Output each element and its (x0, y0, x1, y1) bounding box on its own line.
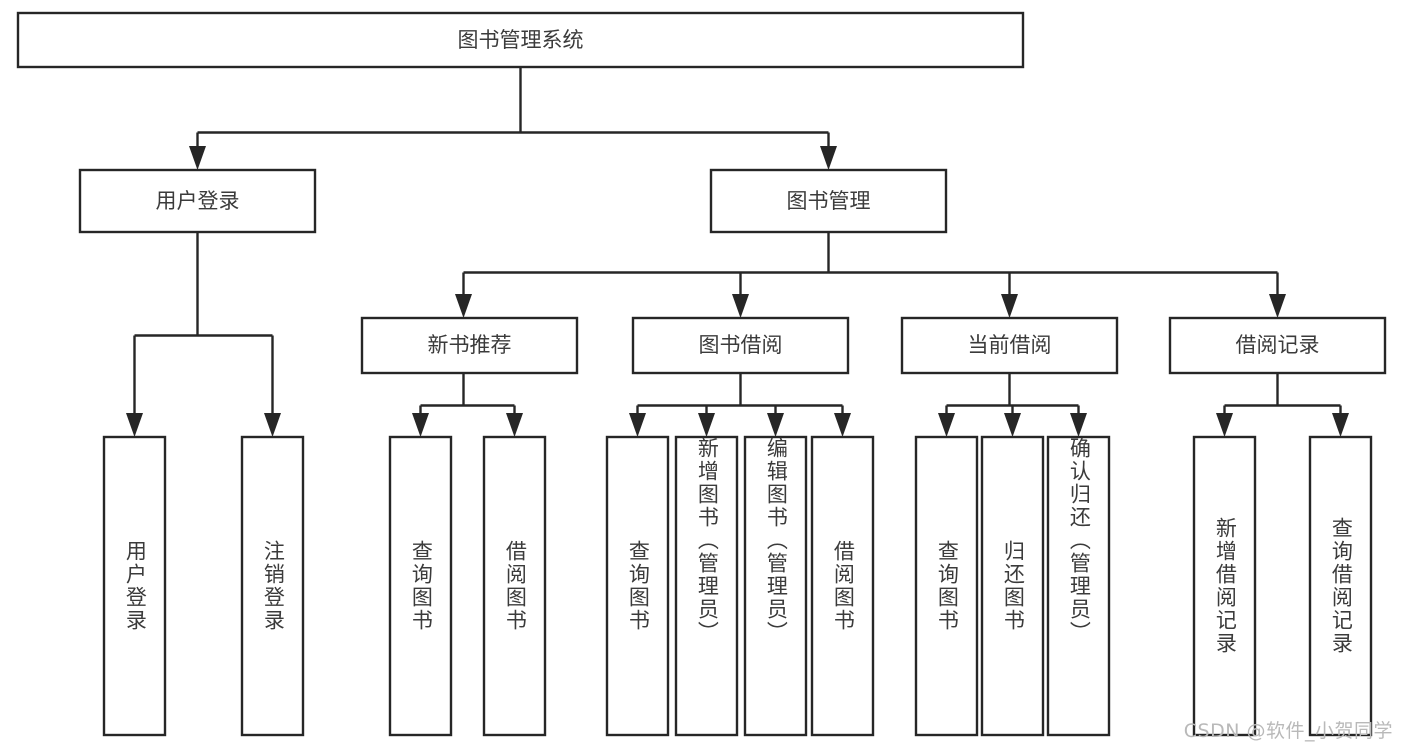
node-book-borrow-label: 图书借阅 (699, 333, 783, 357)
node-user-login-label: 用户登录 (156, 189, 240, 213)
arrow-head-leaf-edit-book (767, 413, 784, 437)
arrow-head-new-book-recommend (455, 294, 472, 318)
arrow-head-current-borrow (1001, 294, 1018, 318)
watermark-text: CSDN @软件_小贺同学 (1183, 720, 1393, 742)
node-new-book-recommend[interactable]: 新书推荐 (360, 316, 579, 375)
node-root[interactable]: 图书管理系统 (16, 11, 1025, 69)
arrow-head-leaf-add-book (698, 413, 715, 437)
leaf-box-layer (102, 435, 1373, 737)
node-book-manage-box[interactable] (709, 168, 948, 234)
arrow-head-leaf-user-login (126, 413, 143, 437)
arrow-head-leaf-add-record (1216, 413, 1233, 437)
leaf-box-query-record[interactable] (1308, 435, 1373, 737)
node-book-manage[interactable]: 图书管理 (709, 168, 948, 234)
node-borrow-record-label: 借阅记录 (1236, 333, 1320, 357)
node-book-borrow-box[interactable] (631, 316, 850, 375)
leaf-box-confirm-return[interactable] (1046, 435, 1111, 737)
leaf-box-query-book-c[interactable] (914, 435, 979, 737)
leaf-box-logout[interactable] (240, 435, 305, 737)
node-current-borrow[interactable]: 当前借阅 (900, 316, 1119, 375)
arrow-head-borrow-record (1269, 294, 1286, 318)
arrow-head-leaf-logout (264, 413, 281, 437)
node-book-borrow[interactable]: 图书借阅 (631, 316, 850, 375)
arrow-head-leaf-return-book (1004, 413, 1021, 437)
arrow-head-book-manage (820, 146, 837, 170)
arrow-head-leaf-query-book-a (412, 413, 429, 437)
arrow-head-leaf-query-book-c (938, 413, 955, 437)
arrow-head-leaf-query-record (1332, 413, 1349, 437)
arrow-head-leaf-borrow-book-a (506, 413, 523, 437)
node-current-borrow-box[interactable] (900, 316, 1119, 375)
leaf-box-edit-book[interactable] (743, 435, 808, 737)
node-new-book-recommend-box[interactable] (360, 316, 579, 375)
node-new-book-recommend-label: 新书推荐 (428, 333, 512, 357)
leaf-box-add-book[interactable] (674, 435, 739, 737)
arrow-head-leaf-query-book-b (629, 413, 646, 437)
leaf-box-add-record[interactable] (1192, 435, 1257, 737)
leaf-box-query-book-b[interactable] (605, 435, 670, 737)
arrow-head-leaf-confirm-return (1070, 413, 1087, 437)
arrow-head-leaf-borrow-book-b (834, 413, 851, 437)
node-borrow-record-box[interactable] (1168, 316, 1387, 375)
leaf-box-borrow-book-b[interactable] (810, 435, 875, 737)
node-root-box[interactable] (16, 11, 1025, 69)
node-user-login[interactable]: 用户登录 (78, 168, 317, 234)
connector-layer (126, 67, 1349, 437)
node-current-borrow-label: 当前借阅 (968, 333, 1052, 357)
node-book-manage-label: 图书管理 (787, 189, 871, 213)
node-root-label: 图书管理系统 (458, 28, 584, 52)
leaf-box-borrow-book-a[interactable] (482, 435, 547, 737)
node-borrow-record[interactable]: 借阅记录 (1168, 316, 1387, 375)
arrow-head-user-login (189, 146, 206, 170)
leaf-box-query-book-a[interactable] (388, 435, 453, 737)
leaf-box-user-login[interactable] (102, 435, 167, 737)
node-user-login-box[interactable] (78, 168, 317, 234)
leaf-box-return-book[interactable] (980, 435, 1045, 737)
arrow-head-book-borrow (732, 294, 749, 318)
